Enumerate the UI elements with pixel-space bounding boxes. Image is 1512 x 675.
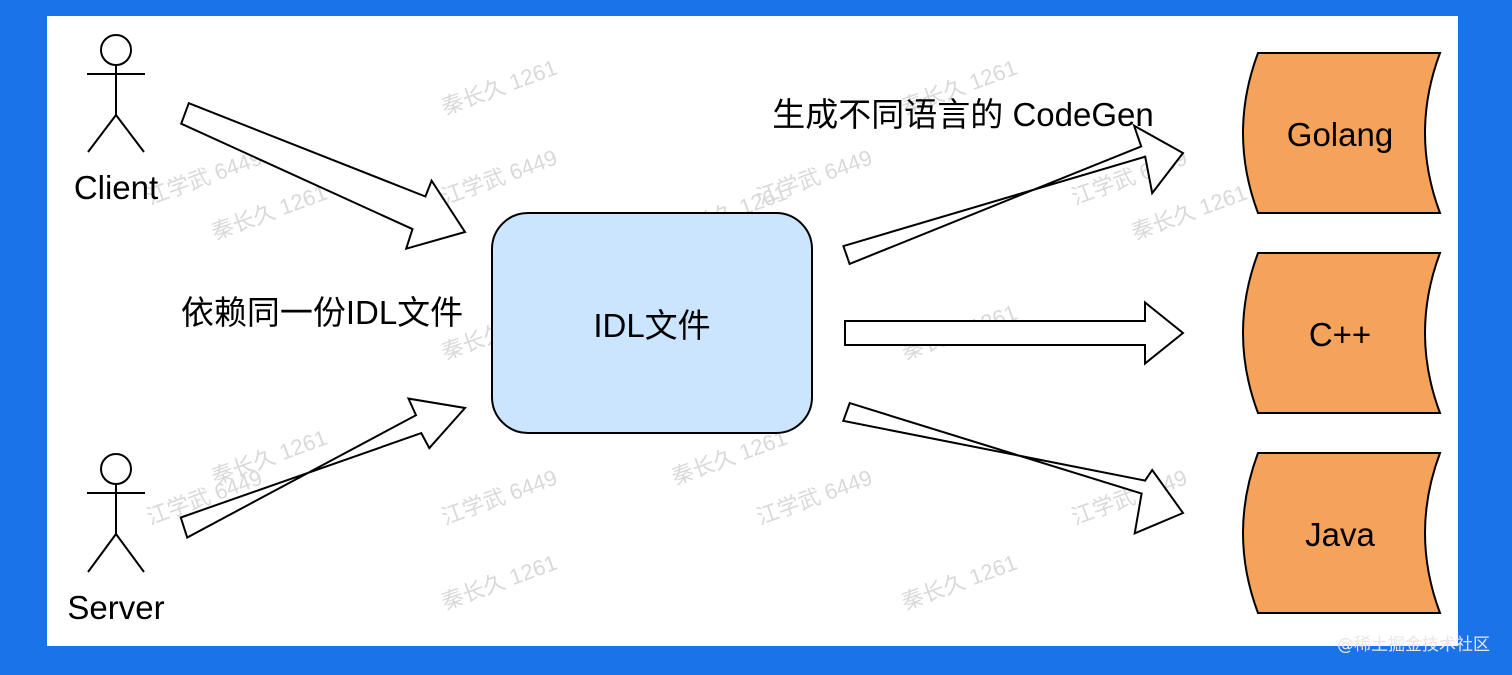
idl-to-java-arrow <box>841 401 1185 536</box>
java-label: Java <box>1305 516 1375 553</box>
server-label: Server <box>67 589 164 626</box>
client-label: Client <box>74 169 158 206</box>
client-actor-icon <box>87 34 145 153</box>
cpp-label: C++ <box>1309 316 1371 353</box>
watermark: 秦长久 1261 <box>208 180 330 245</box>
watermark: 秦长久 1261 <box>668 425 790 490</box>
golang-node <box>1242 52 1442 214</box>
watermark: 江学武 6449 <box>438 145 560 210</box>
server-to-idl-arrow <box>179 397 467 539</box>
server-actor-icon <box>87 453 145 573</box>
source-credit: @稀土掘金技术社区 <box>1337 635 1490 655</box>
watermark: 江学武 6449 <box>753 465 875 530</box>
idl-to-golang-arrow <box>842 123 1185 266</box>
diagram-svg: 秦长久 1261 秦长久 1261 秦长久 1261 秦长久 1261 秦长久 … <box>67 34 1442 626</box>
codegen-label: 生成不同语言的 CodeGen <box>772 96 1153 133</box>
watermark: 秦长久 1261 <box>1128 180 1250 245</box>
watermark: 秦长久 1261 <box>438 550 560 615</box>
idl-to-cpp-arrow <box>844 300 1185 366</box>
golang-label: Golang <box>1287 116 1393 153</box>
client-to-idl-arrow <box>179 101 467 251</box>
java-node <box>1242 452 1442 614</box>
watermark: 秦长久 1261 <box>898 550 1020 615</box>
watermark: 江学武 6449 <box>753 145 875 210</box>
cpp-node <box>1242 252 1442 414</box>
diagram-canvas: 秦长久 1261 秦长久 1261 秦长久 1261 秦长久 1261 秦长久 … <box>47 16 1458 646</box>
watermark: 秦长久 1261 <box>438 55 560 120</box>
idl-file-box-label: IDL文件 <box>593 307 710 344</box>
idl-file-box <box>491 212 813 434</box>
watermark: 江学武 6449 <box>438 465 560 530</box>
shared-idl-label: 依赖同一份IDL文件 <box>181 294 463 331</box>
